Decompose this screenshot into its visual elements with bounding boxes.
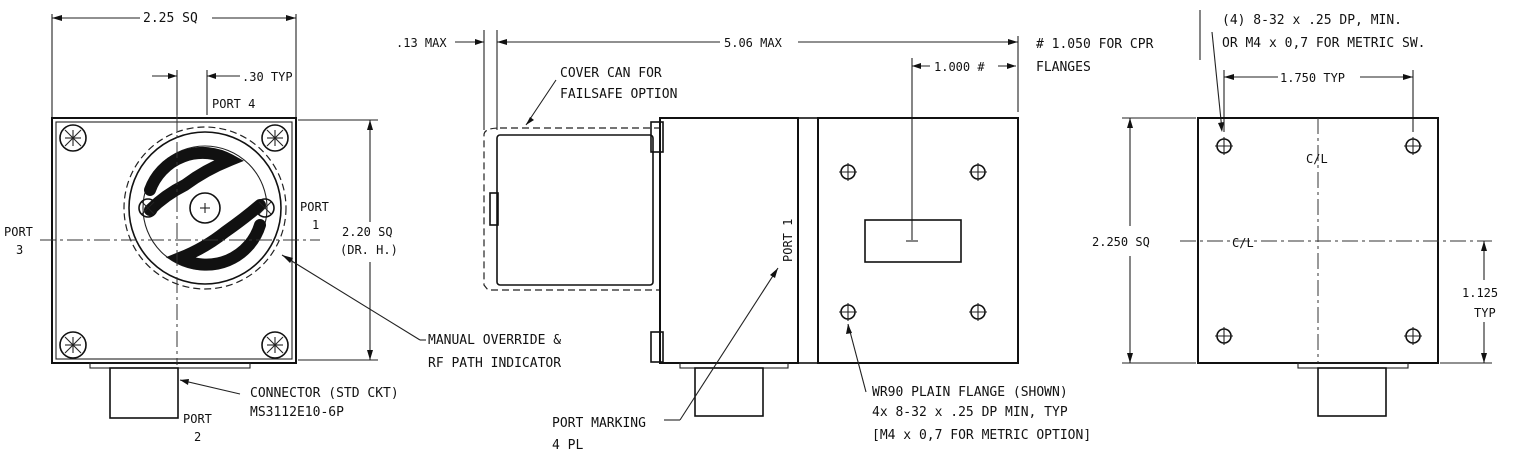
width-dimension: 2.25 SQ xyxy=(143,11,198,26)
port-1-number: 1 xyxy=(312,218,319,232)
side-view: .13 MAX 5.06 MAX # 1.050 FOR CPR FLANGES… xyxy=(396,30,1154,453)
port-3-number: 3 xyxy=(16,243,23,257)
port-marking-count: 4 PL xyxy=(552,438,583,453)
port-2-label: PORT xyxy=(183,412,212,426)
port-1-side-label: PORT 1 xyxy=(781,219,795,262)
port-3-label: PORT xyxy=(4,225,33,239)
mounting-hole-icon xyxy=(1214,136,1234,156)
cover-label: COVER CAN FOR xyxy=(560,66,662,81)
screw-icon xyxy=(59,124,87,152)
mounting-hole-icon xyxy=(838,162,858,182)
port-1-label: PORT xyxy=(300,200,329,214)
flange-label-3: [M4 x 0,7 FOR METRIC OPTION] xyxy=(872,428,1091,443)
mounting-hole-icon xyxy=(968,302,988,322)
connector-part: MS3112E10-6P xyxy=(250,405,344,420)
right-view: (4) 8-32 x .25 DP, MIN. OR M4 x 0,7 FOR … xyxy=(1090,10,1498,417)
height-dimension: 2.20 SQ xyxy=(342,225,393,239)
sq-2250-dimension: 2.250 SQ xyxy=(1092,235,1150,249)
mounting-hole-icon xyxy=(968,162,988,182)
max-506-dimension: 5.06 MAX xyxy=(724,36,783,50)
override-label-2: RF PATH INDICATOR xyxy=(428,356,561,371)
dim-1125-typ: TYP xyxy=(1474,306,1496,320)
port-2-number: 2 xyxy=(194,430,201,444)
height-dimension-note: (DR. H.) xyxy=(340,243,398,257)
override-label: MANUAL OVERRIDE & xyxy=(428,333,561,348)
screw-icon xyxy=(261,124,289,152)
cpr-note-2: FLANGES xyxy=(1036,60,1091,75)
holes-note: (4) 8-32 x .25 DP, MIN. xyxy=(1222,13,1402,28)
centerline-top: C/L xyxy=(1306,152,1328,166)
port-4-label: PORT 4 xyxy=(212,97,255,111)
flange-label: WR90 PLAIN FLANGE (SHOWN) xyxy=(872,385,1068,400)
dim-1000: 1.000 # xyxy=(934,60,985,74)
mounting-hole-icon xyxy=(1403,326,1423,346)
cpr-note: # 1.050 FOR CPR xyxy=(1036,37,1154,52)
connector-label: CONNECTOR (STD CKT) xyxy=(250,386,399,401)
left-view: 2.25 SQ .30 TYP PORT xyxy=(4,11,561,444)
cover-label-2: FAILSAFE OPTION xyxy=(560,87,677,102)
mounting-hole-icon xyxy=(838,302,858,322)
flange-label-2: 4x 8-32 x .25 DP MIN, TYP xyxy=(872,405,1068,420)
screw-icon xyxy=(261,331,289,359)
screw-icon xyxy=(59,331,87,359)
dim-1125: 1.125 xyxy=(1462,286,1498,300)
centerline-mid: C/L xyxy=(1232,236,1254,250)
typ-30-dimension: .30 TYP xyxy=(242,70,293,84)
port-marking-label: PORT MARKING xyxy=(552,416,646,431)
max-13-dimension: .13 MAX xyxy=(396,36,447,50)
typ-1750-dimension: 1.750 TYP xyxy=(1280,71,1345,85)
mounting-hole-icon xyxy=(1403,136,1423,156)
holes-note-2: OR M4 x 0,7 FOR METRIC SW. xyxy=(1222,36,1426,51)
mounting-hole-icon xyxy=(1214,326,1234,346)
